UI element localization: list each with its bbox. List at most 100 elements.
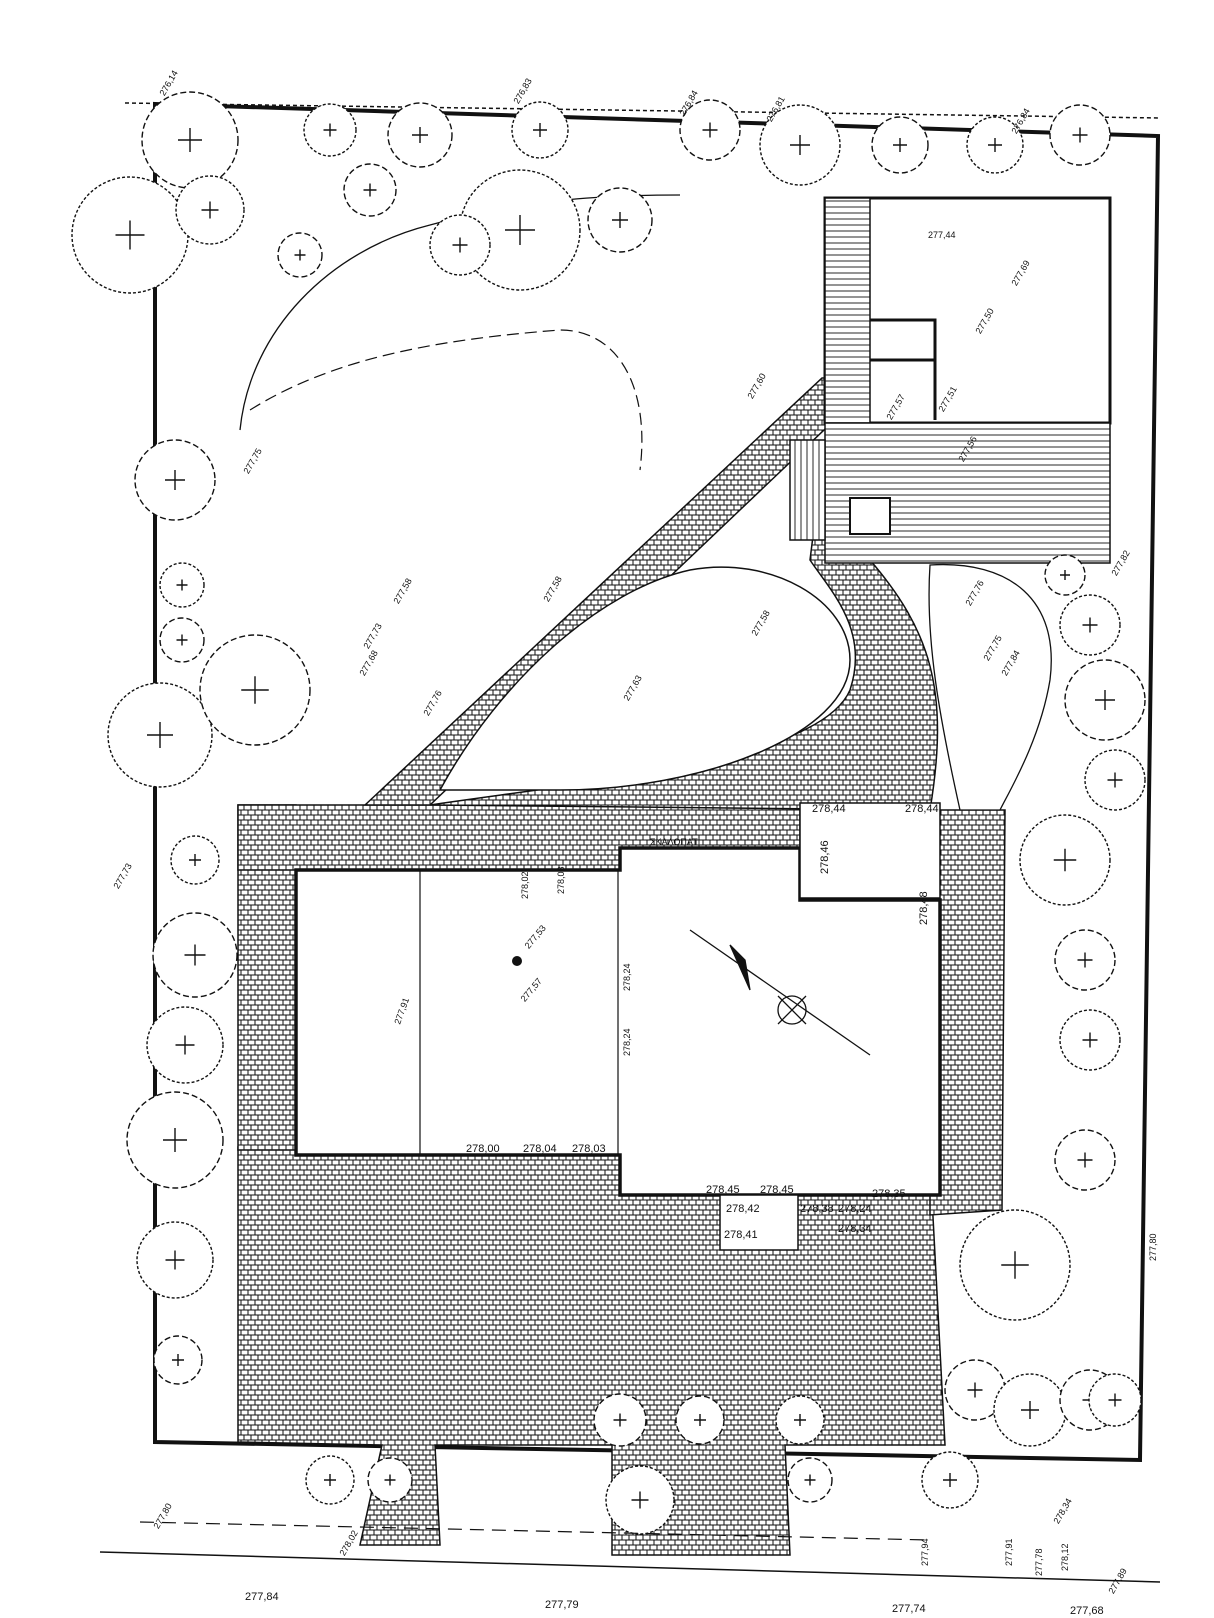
deck-inner-wall <box>870 318 937 420</box>
tree-center-mark <box>452 237 468 253</box>
elev-street-10: 277,78 <box>1034 1548 1044 1576</box>
elev-shed-3: 277,50 <box>973 307 995 336</box>
tree-center-mark <box>1053 848 1077 872</box>
elev-house-ne: 278,44 <box>812 803 846 815</box>
deck-north <box>824 197 871 424</box>
elev-inner-a: 278,24 <box>622 963 632 991</box>
north-arrow <box>689 929 871 1056</box>
tree-center-mark <box>363 183 377 197</box>
tree-center-mark <box>147 722 173 748</box>
elev-street-11: 278,12 <box>1060 1543 1070 1571</box>
tree-center-mark <box>1072 127 1088 143</box>
street-edge <box>99 1551 1161 1583</box>
tree-center-mark <box>1077 1152 1093 1168</box>
oval-lawn <box>438 566 851 791</box>
elev-step6: 278,24 <box>838 1203 872 1215</box>
elev-inner-g: 278,02 <box>520 871 530 899</box>
tree-center-mark <box>176 579 188 591</box>
elev-lawn-9: 277,75 <box>241 447 263 476</box>
tree-center-mark <box>794 1414 806 1426</box>
tree-center-mark <box>175 1035 195 1055</box>
entrance-porch <box>799 802 941 899</box>
elev-house-side: 278,46 <box>819 840 831 874</box>
tree-center-mark <box>323 123 337 137</box>
elev-north-4: 276,83 <box>511 77 533 106</box>
tree-center-mark <box>178 128 202 152</box>
tree-center-mark <box>201 201 219 219</box>
tree-center-mark <box>505 215 535 245</box>
elev-east-4: 277,82 <box>1109 549 1131 578</box>
tree-center-mark <box>163 1128 187 1152</box>
elev-street-12: 278,34 <box>1051 1497 1073 1526</box>
elev-shed-2: 277,69 <box>1009 259 1031 288</box>
elev-house-s1: 278,00 <box>466 1143 500 1155</box>
inner-dot <box>512 956 522 966</box>
tree-center-mark <box>1082 617 1098 633</box>
tree-center-mark <box>115 220 145 250</box>
elev-shed-1: 277,44 <box>928 230 956 240</box>
elev-house-ne2: 278,44 <box>905 803 939 815</box>
elev-inner-f: 278,03 <box>556 866 566 894</box>
elev-step4: 278,41 <box>724 1229 758 1241</box>
elev-house-s3: 278,03 <box>572 1143 606 1155</box>
elev-street-2: 277,79 <box>545 1599 579 1611</box>
elev-street-6: 277,80 <box>151 1502 173 1531</box>
tree-center-mark <box>294 249 306 261</box>
deck-planter <box>849 497 891 535</box>
elev-lawn-4: 277,58 <box>541 575 563 604</box>
tree-center-mark <box>893 138 907 152</box>
tree-center-mark <box>967 1382 983 1398</box>
tree-center-mark <box>533 123 547 137</box>
deck-south <box>824 422 1111 564</box>
north-fence <box>124 102 1161 119</box>
elev-street-3: 277,74 <box>892 1603 926 1615</box>
trees <box>71 91 1146 1535</box>
tree-center-mark <box>1001 1251 1029 1279</box>
stepping-stone-path <box>249 329 643 471</box>
elev-step3: 278,42 <box>726 1203 760 1215</box>
elev-step2: 278,45 <box>760 1184 794 1196</box>
tree-center-mark <box>790 135 810 155</box>
east-lawn <box>928 563 1052 811</box>
tree-center-mark <box>324 1474 336 1486</box>
tree-center-mark <box>384 1474 396 1486</box>
tree-center-mark <box>694 1414 706 1426</box>
tree-center-mark <box>165 470 185 490</box>
elev-step1: 278,45 <box>706 1184 740 1196</box>
elev-inner-b: 278,24 <box>622 1028 632 1056</box>
elev-street-7: 278,02 <box>337 1529 359 1558</box>
tree-center-mark <box>613 1413 627 1427</box>
house-label: ΣΚΑΛΟΠΑΤΙ <box>650 837 700 847</box>
deck-steps <box>789 439 826 541</box>
elev-street-4: 277,68 <box>1070 1605 1104 1617</box>
tree-center-mark <box>1077 952 1093 968</box>
elev-north-5: 276,14 <box>157 69 179 98</box>
tree-center-mark <box>1095 690 1115 710</box>
elev-step5: 278,38 <box>800 1203 834 1215</box>
elev-lawn-3: 277,68 <box>357 649 379 678</box>
tree-center-mark <box>612 212 628 228</box>
tree-center-mark <box>165 1250 185 1270</box>
tree-center-mark <box>1082 1032 1098 1048</box>
elev-lawn-1: 277,58 <box>391 577 413 606</box>
elev-step8: 278,35 <box>872 1188 906 1200</box>
tree-center-mark <box>172 1354 184 1366</box>
elev-lawn-5: 277,76 <box>421 689 443 718</box>
tree-center-mark <box>631 1491 649 1509</box>
elev-house-s2: 278,04 <box>523 1143 557 1155</box>
elev-house-east: 278,48 <box>918 891 930 925</box>
elev-deck-1: 277,57 <box>884 393 906 422</box>
elev-west-1: 277,73 <box>111 862 133 891</box>
tree-center-mark <box>412 127 428 143</box>
tree-center-mark <box>241 676 269 704</box>
tree-center-mark <box>702 122 718 138</box>
tree-center-mark <box>804 1474 816 1486</box>
elev-lawn-2: 277,73 <box>361 622 383 651</box>
tree-center-mark <box>1107 772 1123 788</box>
elev-deck-3: 277,51 <box>936 385 958 414</box>
elev-street-9: 277,91 <box>1004 1538 1014 1566</box>
tree-center-mark <box>1021 1401 1039 1419</box>
elev-step7: 278,34 <box>838 1223 872 1235</box>
tree-center-mark <box>988 138 1002 152</box>
